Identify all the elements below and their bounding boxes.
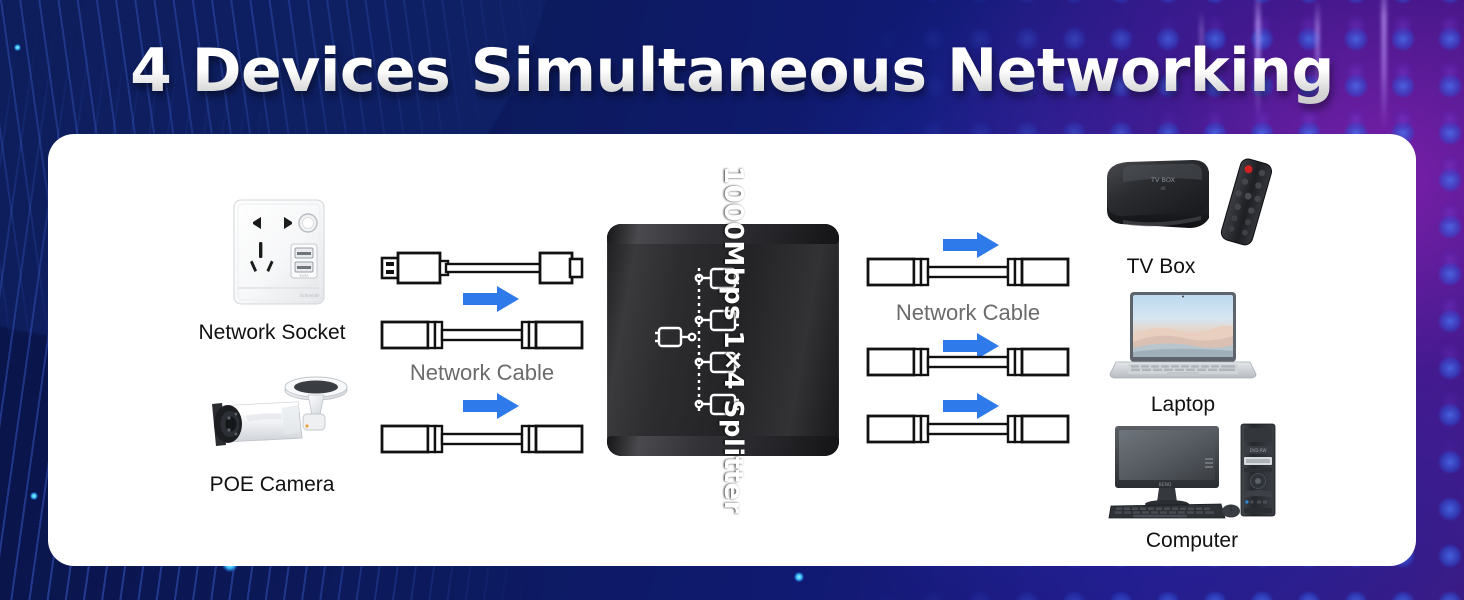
output-cable-2 — [866, 345, 1070, 384]
output-cable-3 — [866, 412, 1070, 451]
svg-text:Schneider: Schneider — [300, 293, 320, 298]
splitter-cap-top — [607, 224, 839, 244]
power-cable-graphic — [380, 251, 584, 285]
arrow-right-icon — [463, 286, 519, 312]
destination-computer: BENQ — [1107, 422, 1277, 553]
network-cable-graphic — [380, 320, 584, 350]
arrow-right-icon — [943, 333, 999, 359]
laptop-icon — [1109, 292, 1257, 379]
splitter-device: 1000Mbps 1×4 Splitter — [607, 166, 839, 514]
svg-text:5V/2A: 5V/2A — [300, 274, 310, 278]
page-title: 4 Devices Simultaneous Networking — [0, 36, 1464, 106]
network-cable-graphic — [380, 424, 584, 454]
light-streak — [1316, 0, 1319, 110]
svg-text:DVD-RW: DVD-RW — [1250, 448, 1267, 453]
glow-dot — [794, 572, 804, 582]
splitter-body — [607, 224, 839, 456]
source-poe-camera: POE Camera — [186, 368, 358, 497]
svg-text:BENQ: BENQ — [1159, 482, 1172, 488]
flow-arrow — [943, 393, 999, 424]
destination-label-laptop: Laptop — [1150, 393, 1216, 416]
splitter-model-text: 1000Mbps 1×4 Splitter — [718, 166, 748, 514]
network-cable-graphic — [866, 414, 1070, 444]
flow-arrow — [943, 333, 999, 364]
arrow-right-icon — [943, 393, 999, 419]
source-label-poe-camera: POE Camera — [209, 473, 335, 496]
destination-label-tv-box: TV Box — [1126, 255, 1196, 278]
splitter-cap-bottom — [607, 436, 839, 456]
svg-text:4K: 4K — [1160, 186, 1166, 191]
flow-arrow — [463, 393, 519, 424]
light-streak — [1256, 0, 1260, 120]
splitter-text-wrap: 1000Mbps 1×4 Splitter — [703, 166, 763, 514]
flow-arrow — [943, 232, 999, 263]
output-cable-1 — [866, 255, 1070, 294]
arrow-right-icon — [463, 393, 519, 419]
destination-tv-box: TV BOX 4K TV Box — [1097, 152, 1275, 279]
desktop-computer-icon: BENQ — [1108, 423, 1276, 519]
arrow-right-icon — [943, 232, 999, 258]
network-cable-graphic — [866, 257, 1070, 287]
source-label-network-socket: Network Socket — [198, 321, 346, 344]
source-network-socket: 5V/2A Schneider Network Socket — [198, 196, 346, 345]
network-socket-icon: 5V/2A Schneider — [233, 199, 325, 305]
input-cable-1 — [380, 248, 584, 293]
destination-label-computer: Computer — [1145, 529, 1239, 552]
input-cable-3 — [380, 422, 584, 461]
svg-text:TV BOX: TV BOX — [1150, 176, 1176, 184]
output-cable-label: Network Cable — [895, 300, 1041, 325]
splitter-diagram-icon — [655, 267, 739, 416]
input-cable-label: Network Cable — [409, 360, 555, 385]
glow-dot — [14, 44, 21, 51]
light-streak — [1200, 10, 1203, 90]
light-streak — [1382, 0, 1386, 130]
poe-camera-icon — [212, 376, 348, 446]
input-cable-2 — [380, 318, 584, 357]
flow-arrow — [463, 286, 519, 317]
glow-dot — [30, 492, 38, 500]
destination-laptop: Laptop — [1104, 288, 1262, 417]
tv-box-icon: TV BOX 4K — [1107, 158, 1273, 246]
network-cable-graphic — [866, 347, 1070, 377]
